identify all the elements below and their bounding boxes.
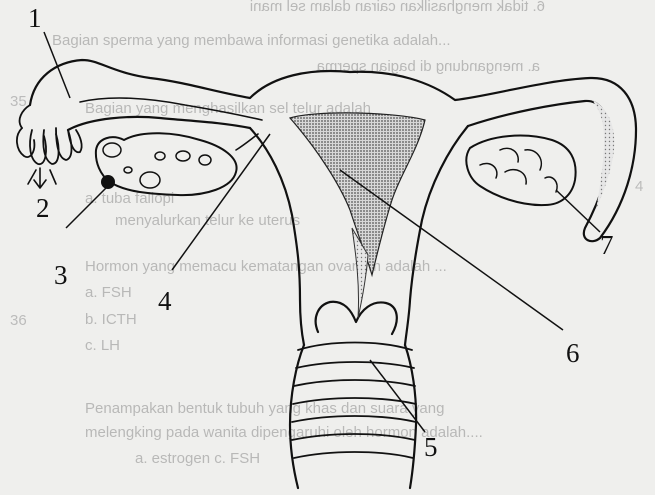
label-3: 3 — [54, 262, 68, 289]
vaginal-rugae — [292, 343, 416, 459]
callout-lines — [44, 32, 600, 432]
uterus-right-wall — [405, 126, 468, 345]
left-tube-lumen — [80, 98, 262, 120]
ovary-right — [466, 136, 575, 205]
fimbriae-arrow — [28, 170, 56, 184]
label-6: 6 — [566, 340, 580, 367]
right-tube-stipple — [592, 100, 614, 210]
label-2: 2 — [36, 195, 50, 222]
ovarian-ligament — [236, 134, 258, 150]
cervix-outline — [316, 302, 397, 334]
label-5: 5 — [424, 434, 438, 461]
ovarian-follicles — [103, 143, 211, 188]
uterus-left-wall — [250, 128, 304, 345]
ovary-left — [96, 133, 237, 195]
ovary-right-lobes — [480, 148, 557, 192]
label-7: 7 — [600, 232, 614, 259]
label-4: 4 — [158, 288, 172, 315]
left-tube-lower-contour — [68, 117, 250, 130]
fimbriae-left — [17, 105, 82, 164]
label-1: 1 — [28, 5, 42, 32]
